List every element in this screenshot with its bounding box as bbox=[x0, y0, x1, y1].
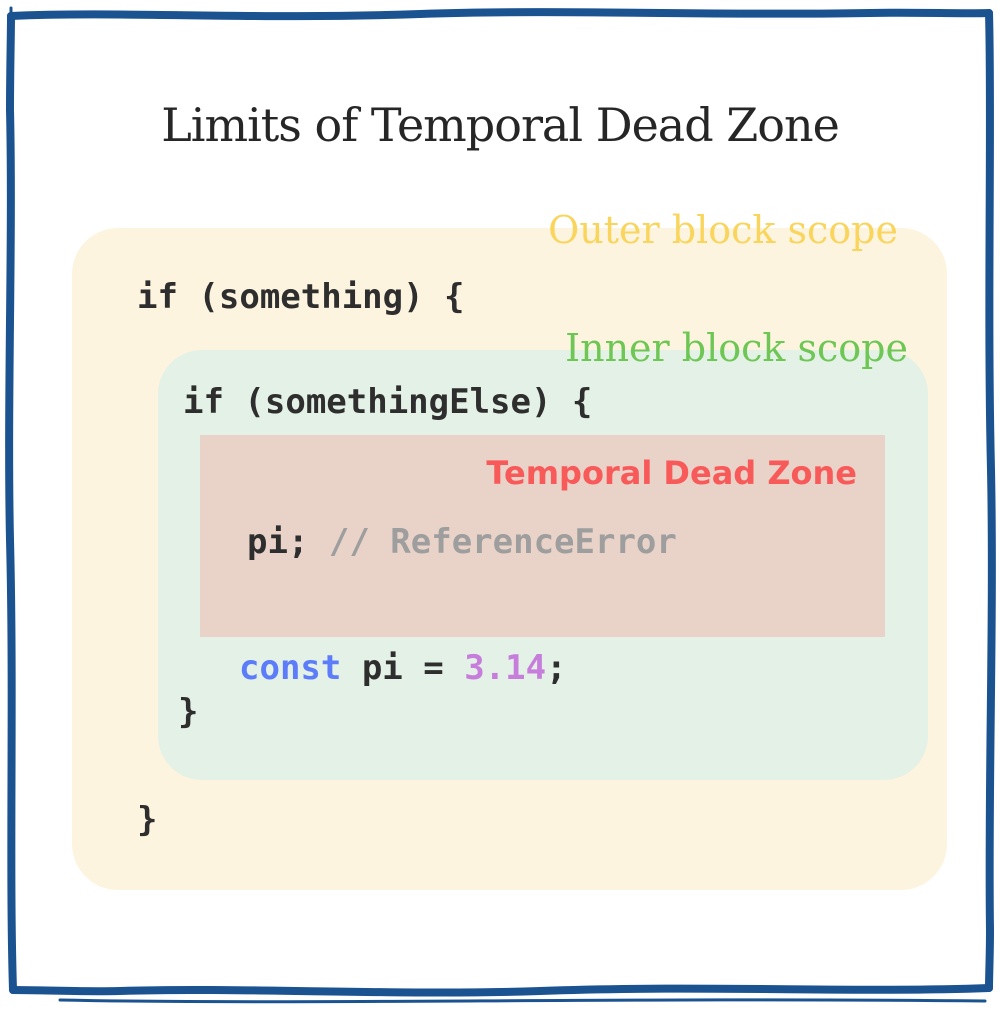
code-const-keyword: const bbox=[239, 648, 342, 688]
code-tdz-statement-line: pi; // ReferenceError bbox=[247, 522, 677, 562]
code-pi-identifier: pi bbox=[341, 648, 424, 688]
code-assignment-operator: = bbox=[423, 648, 465, 688]
code-reference-error-comment: // ReferenceError bbox=[328, 522, 677, 562]
code-outer-if-open: if (something) { bbox=[137, 277, 465, 317]
code-declaration-line: const pi = 3.14; bbox=[239, 648, 567, 688]
code-inner-if-open: if (somethingElse) { bbox=[183, 382, 593, 422]
page-title: Limits of Temporal Dead Zone bbox=[161, 98, 840, 152]
code-outer-if-close: } bbox=[137, 800, 158, 840]
outer-scope-label: Outer block scope bbox=[548, 208, 898, 252]
temporal-dead-zone-box bbox=[200, 435, 885, 637]
code-inner-if-close: } bbox=[178, 692, 199, 732]
code-pi-statement: pi; bbox=[247, 522, 329, 562]
code-pi-value: 3.14 bbox=[464, 648, 547, 688]
inner-scope-label: Inner block scope bbox=[565, 326, 908, 370]
code-semicolon: ; bbox=[546, 648, 567, 688]
tdz-label: Temporal Dead Zone bbox=[486, 454, 857, 492]
